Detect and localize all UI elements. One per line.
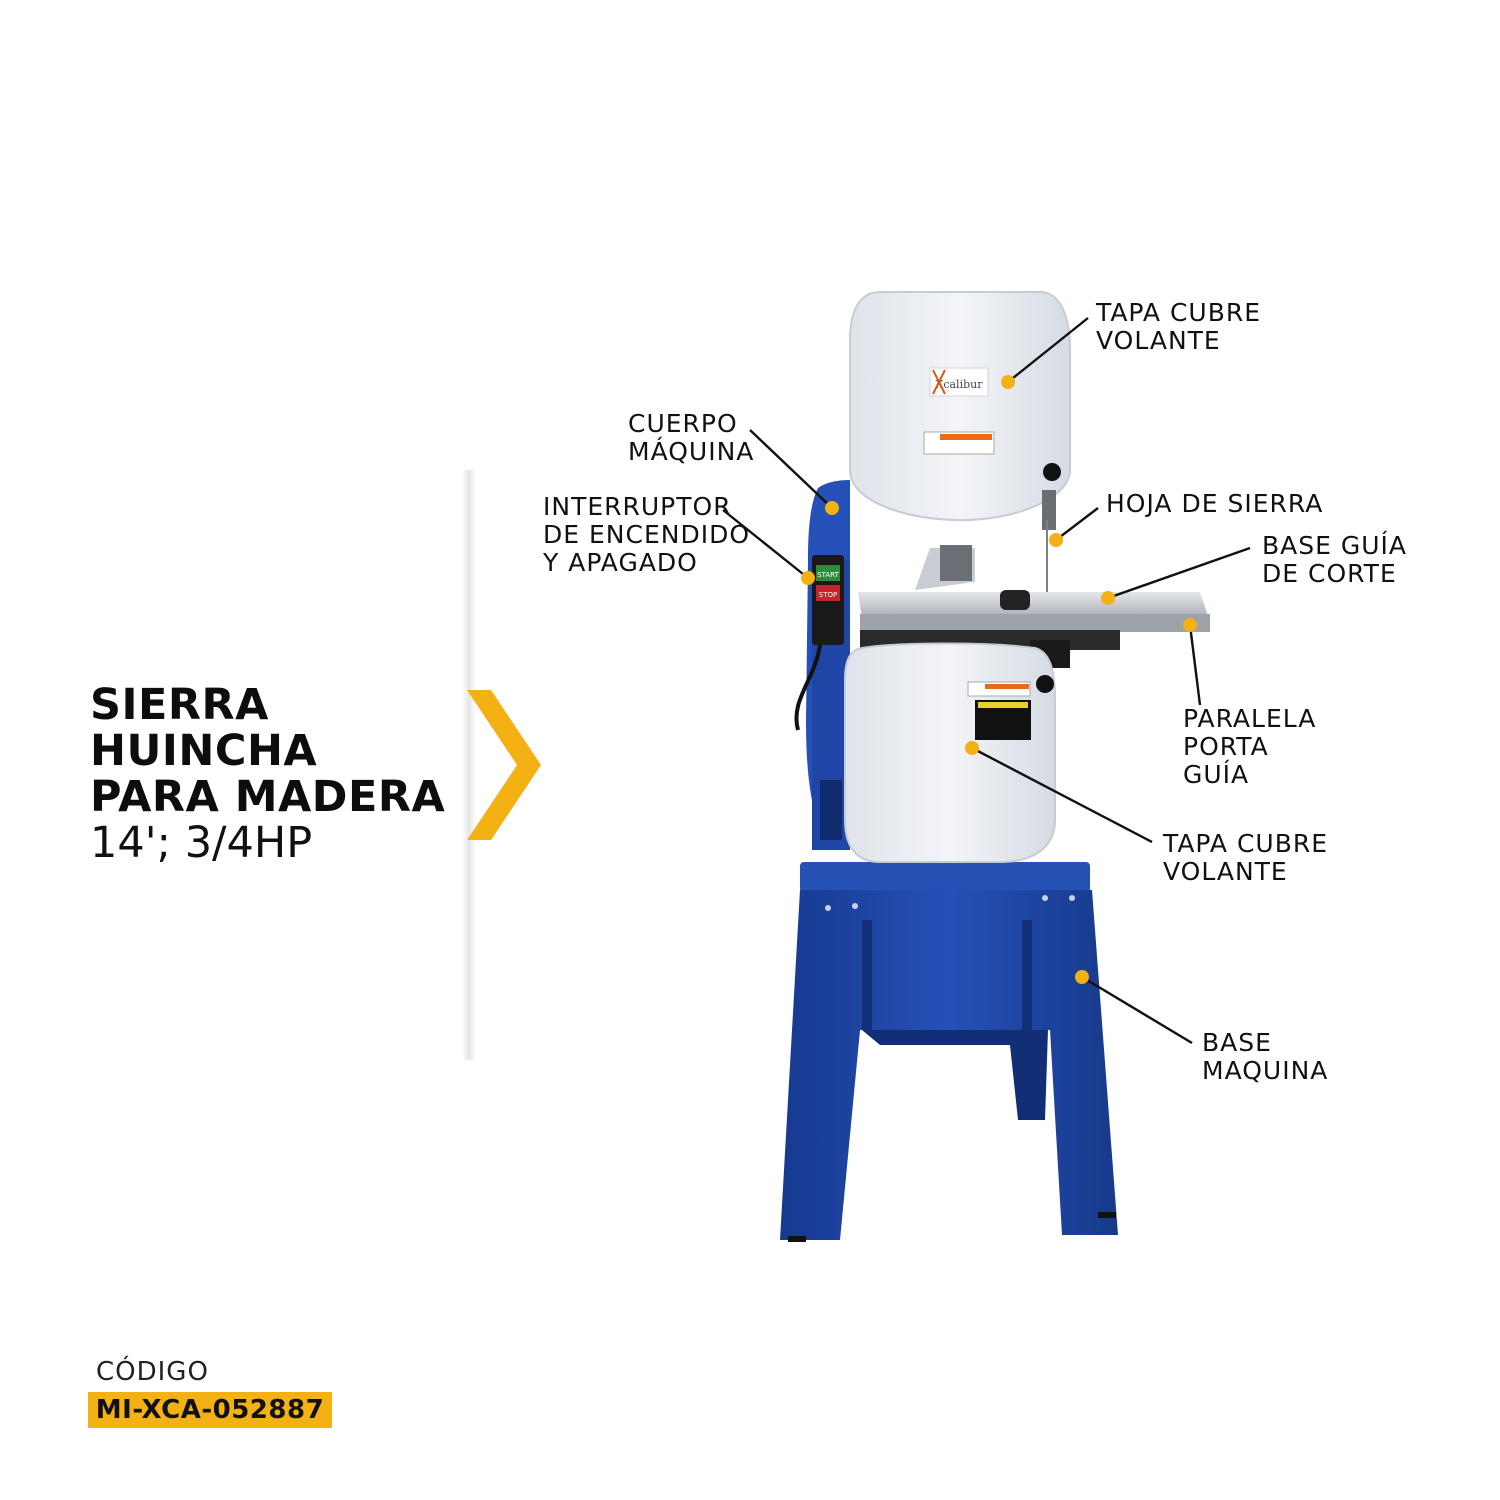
brand-logo: Xcalibur [936, 378, 984, 391]
callout-body: CUERPO MÁQUINA [628, 409, 755, 466]
saw-blade [1042, 490, 1056, 600]
callout-cut-guide: BASE GUÍA DE CORTE [1262, 531, 1408, 588]
callout-lower-cover: TAPA CUBRE VOLANTE [1163, 829, 1329, 886]
stop-label: STOP [819, 591, 837, 599]
cutting-table [858, 545, 1210, 668]
callout-upper-cover: TAPA CUBRE VOLANTE [1096, 298, 1262, 355]
chevron-right-icon [467, 690, 541, 840]
callout-blade: HOJA DE SIERRA [1106, 489, 1324, 518]
callout-markers [801, 375, 1197, 984]
title-line-1: SIERRA [90, 680, 269, 730]
upper-wheel-cover: Xcalibur [849, 291, 1071, 522]
code-value: MI-XCA-052887 [88, 1392, 332, 1428]
start-label: START [817, 571, 839, 579]
callout-machine-base: BASE MAQUINA [1202, 1028, 1329, 1085]
machine-base [780, 862, 1118, 1242]
code-label: CÓDIGO [96, 1357, 209, 1387]
title-line-2: HUINCHA [90, 726, 318, 776]
callout-lines [722, 317, 1251, 1045]
product-spec: 14'; 3/4HP [90, 818, 313, 868]
callout-switch: INTERRUPTOR DE ENCENDIDO Y APAGADO [543, 492, 750, 577]
divider-shadow [462, 470, 476, 1060]
power-switch: START STOP [794, 555, 844, 731]
lower-wheel-cover [844, 642, 1056, 863]
product-title: SIERRA HUINCHA PARA MADERA 14'; 3/4HP [90, 682, 470, 866]
callout-fence: PARALELA PORTA GUÍA [1183, 704, 1317, 789]
title-line-3: PARA MADERA [90, 772, 446, 822]
